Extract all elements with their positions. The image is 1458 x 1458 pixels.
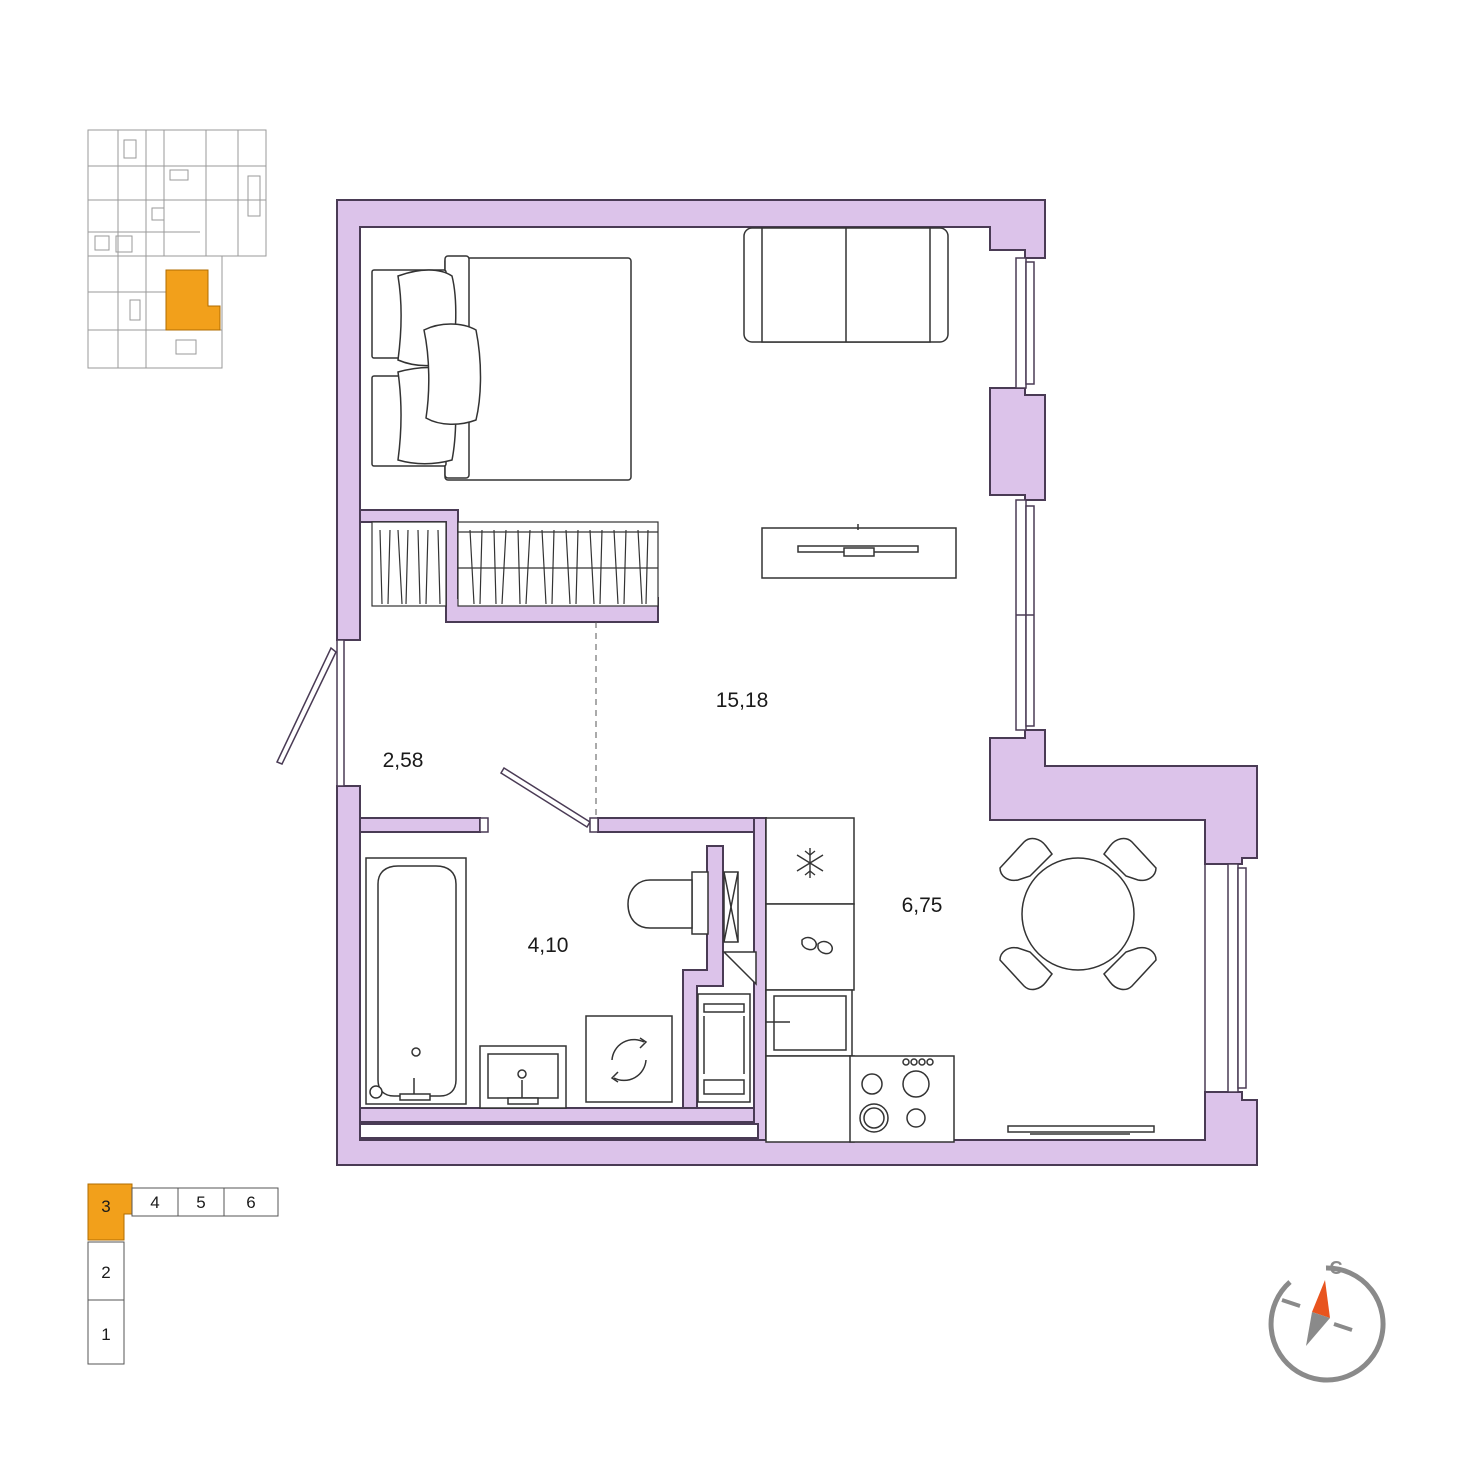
kitchen-unit <box>765 817 955 1143</box>
windows <box>1015 257 1247 1093</box>
washing-machine <box>585 1015 673 1103</box>
key-plan-selected-apartment <box>165 269 221 331</box>
dining-set <box>999 837 1157 991</box>
snowflake-icon <box>796 848 824 878</box>
toilet <box>627 871 709 935</box>
living-room-area: 15,18 <box>716 689 769 712</box>
kitchen-area: 6,75 <box>902 894 943 917</box>
utility-box <box>723 871 739 943</box>
furniture <box>365 227 1157 1143</box>
section-1-label: 1 <box>101 1325 110 1344</box>
section-5-label: 5 <box>196 1193 205 1212</box>
compass-ring-icon <box>1268 1265 1386 1383</box>
compass: С <box>1268 1258 1386 1383</box>
compass-needle-north <box>1312 1280 1330 1318</box>
entrance-door <box>275 639 345 787</box>
closet-shelves <box>697 951 757 1103</box>
bed <box>371 255 632 481</box>
section-4-label: 4 <box>150 1193 159 1212</box>
sink <box>479 1045 567 1109</box>
floor-key-plan <box>87 129 267 369</box>
section-3-label: 3 <box>101 1197 110 1216</box>
bathroom-door <box>479 766 599 833</box>
section-2-label: 2 <box>101 1263 110 1282</box>
tv-stand <box>761 524 957 579</box>
wardrobe <box>371 521 659 607</box>
hall-area: 2,58 <box>383 749 424 772</box>
sofa <box>743 227 949 343</box>
section-site-plan: 3 4 5 6 2 1 <box>87 1183 279 1365</box>
compass-needle-south <box>1306 1312 1330 1346</box>
bathroom-area: 4,10 <box>528 934 569 957</box>
section-6-label: 6 <box>246 1193 255 1212</box>
radiator <box>1007 1125 1155 1135</box>
walls <box>336 199 1258 1166</box>
bathtub <box>365 857 467 1105</box>
section-3-highlight <box>87 1183 133 1241</box>
compass-north-letter: С <box>1330 1258 1343 1278</box>
